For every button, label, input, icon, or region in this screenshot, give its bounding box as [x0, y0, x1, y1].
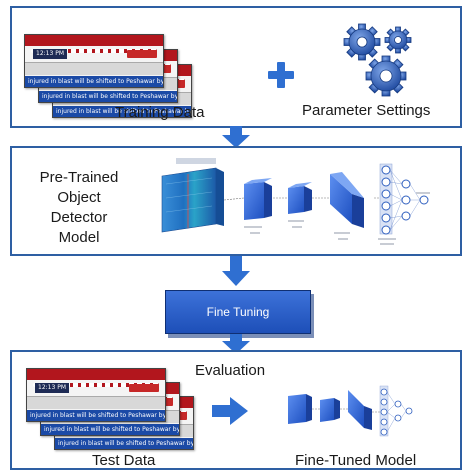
frame-ticker: injured in blast will be shifted to Pesh…	[41, 424, 179, 435]
training-data-label: Training Data	[115, 104, 205, 121]
arrow-down-icon	[222, 334, 250, 354]
pretrained-model-label: Pre-Trained Object Detector Model	[24, 168, 134, 248]
pretrained-label-line: Detector	[50, 209, 108, 226]
parameter-settings-label: Parameter Settings	[302, 102, 431, 119]
test-data-label: Test Data	[92, 452, 156, 469]
pretrained-label-line: Model	[58, 229, 100, 246]
fine-tuning-box: Fine Tuning	[165, 290, 311, 334]
fine-tuned-model-label: Fine-Tuned Model	[295, 452, 417, 469]
training-frame: 12:13 PM injured in blast will be shifte…	[24, 34, 164, 88]
gear-icon	[343, 23, 412, 97]
frame-time: 12:13 PM	[35, 383, 69, 393]
evaluation-label: Evaluation	[195, 362, 266, 379]
training-panel: 12:13 PM injured in blast will be shifte…	[10, 6, 462, 128]
fine-tuned-model-diagram	[288, 385, 413, 437]
cnn-architecture-diagram	[161, 158, 430, 245]
frame-ticker: injured in blast will be shifted to Pesh…	[27, 410, 165, 421]
pretrained-label-line: Pre-Trained	[39, 169, 119, 186]
frame-ticker: injured in blast will be shifted to Pesh…	[39, 91, 177, 102]
plus-icon	[268, 62, 294, 88]
arrow-down-icon	[222, 126, 250, 148]
pretrained-model-panel: Pre-Trained Object Detector Model	[10, 146, 462, 256]
frame-ticker: injured in blast will be shifted to Pesh…	[53, 106, 191, 117]
frame-ticker: injured in blast will be shifted to Pesh…	[25, 76, 163, 87]
test-frame: 12:13 PM injured in blast will be shifte…	[26, 368, 166, 422]
frame-ticker: injured in blast will be shifted to Pesh…	[55, 438, 193, 449]
pretrained-label-line: Object	[57, 189, 101, 206]
evaluation-panel: Evaluation 12:13 PM injured in blast wil…	[10, 350, 462, 470]
arrow-right-icon	[212, 397, 248, 425]
arrow-down-icon	[222, 256, 250, 286]
frame-time: 12:13 PM	[33, 49, 67, 59]
